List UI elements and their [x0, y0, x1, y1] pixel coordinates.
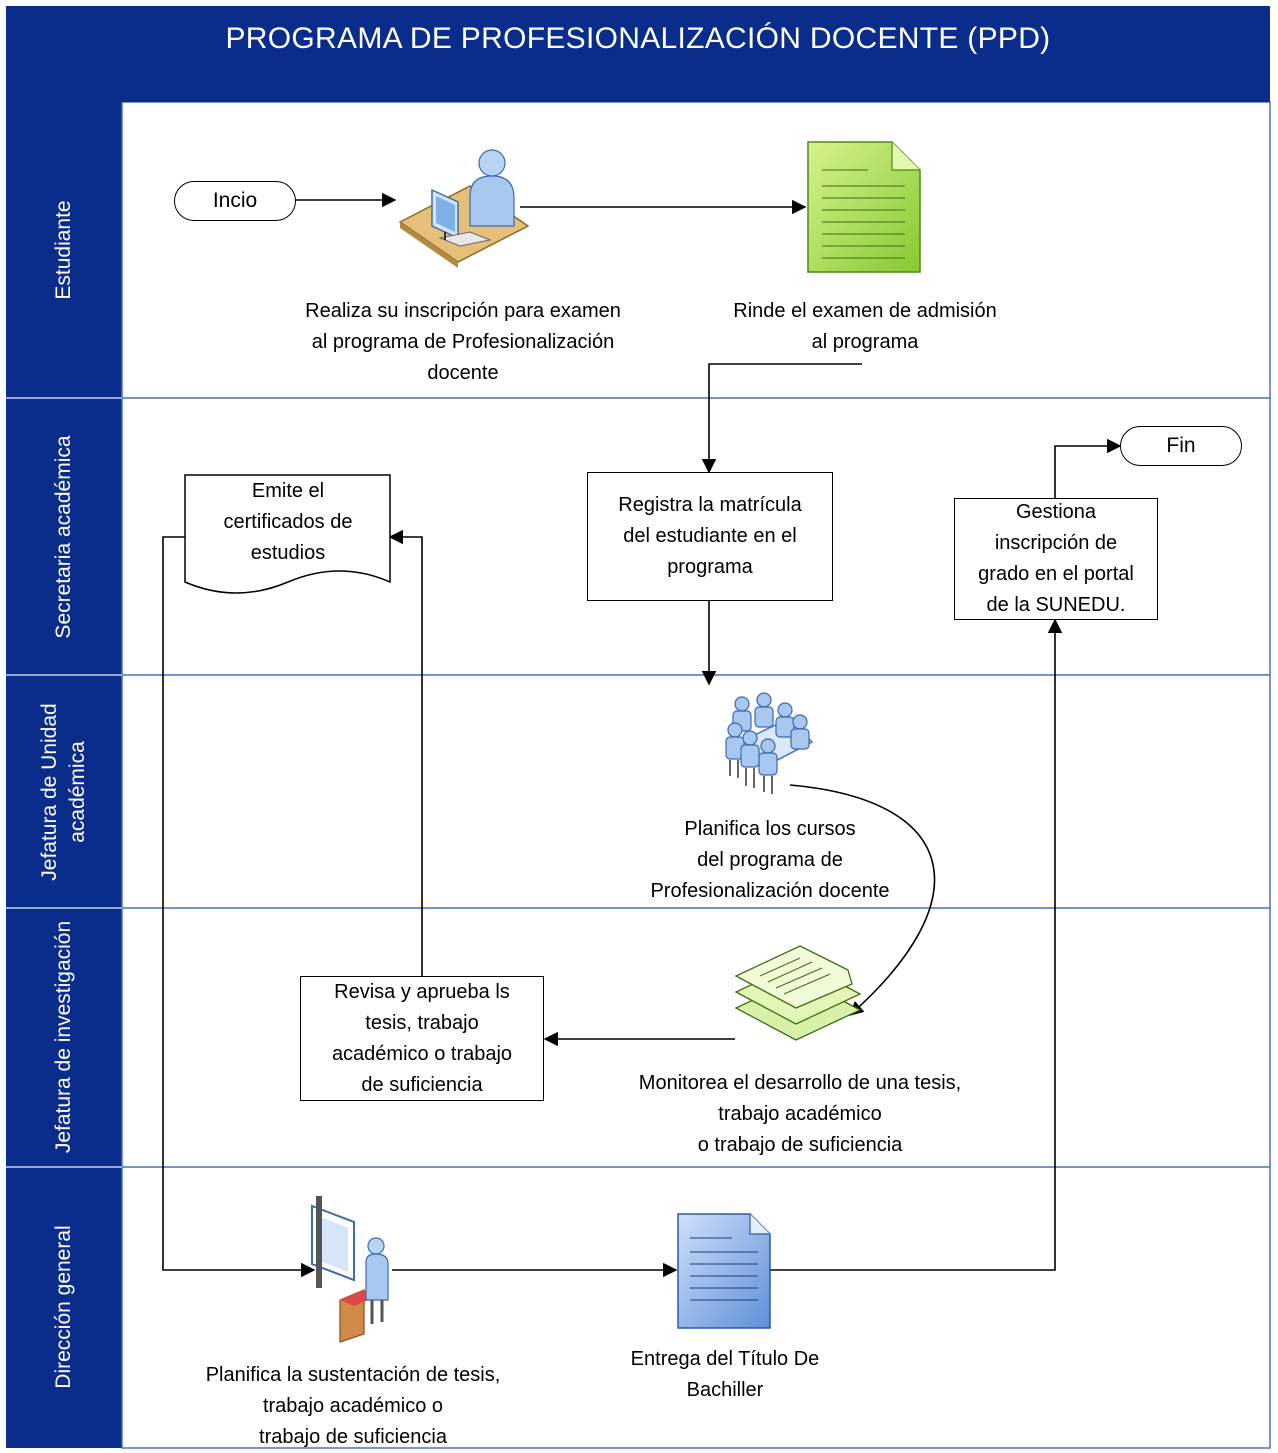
- lane-label-jefatura-investigacion: Jefatura de investigación: [52, 920, 75, 1154]
- certificados-document-shape: [184, 474, 391, 594]
- presenter-podium-icon: [311, 1196, 389, 1343]
- title-sub-bar: [6, 72, 1270, 102]
- arrow-examen-to-matricula: [701, 363, 862, 474]
- end-terminator: Fin: [1120, 426, 1242, 466]
- page-title: PROGRAMA DE PROFESIONALIZACIÓN DOCENTE (…: [6, 6, 1270, 72]
- lane-header-dividers: [6, 397, 122, 1168]
- arrow-certificados-to-sustentacion: [162, 536, 316, 1278]
- lane-label-jefatura-unidad: Jefatura de Unidad académica: [38, 703, 89, 881]
- blue-document-icon: [677, 1213, 771, 1329]
- arrow-titulo-to-sunedu: [770, 618, 1063, 1271]
- green-document-icon: [807, 141, 921, 273]
- stacked-documents-icon: [734, 945, 862, 1041]
- lane-label-secretaria: Secretaria académica: [52, 435, 75, 639]
- arrow-planifica-to-monitorea: [789, 784, 936, 1016]
- lane-label-direccion: Dirección general: [52, 1225, 75, 1389]
- meeting-table-icon: [725, 692, 814, 794]
- caption-sustentacion: Planifica la sustentación de tesis,traba…: [205, 1364, 501, 1448]
- lane-label-estudiante: Estudiante: [52, 200, 75, 300]
- arrow-sunedu-to-fin: [1054, 438, 1122, 498]
- person-at-computer-icon: [398, 149, 530, 268]
- lane-dividers: [6, 397, 1270, 1168]
- start-terminator: Incio: [174, 181, 296, 221]
- caption-monitorea: Monitorea el desarrollo de una tesis,tra…: [638, 1072, 962, 1156]
- lane-header-column: [6, 102, 122, 1448]
- arrow-revisa-to-certificados: [388, 529, 423, 976]
